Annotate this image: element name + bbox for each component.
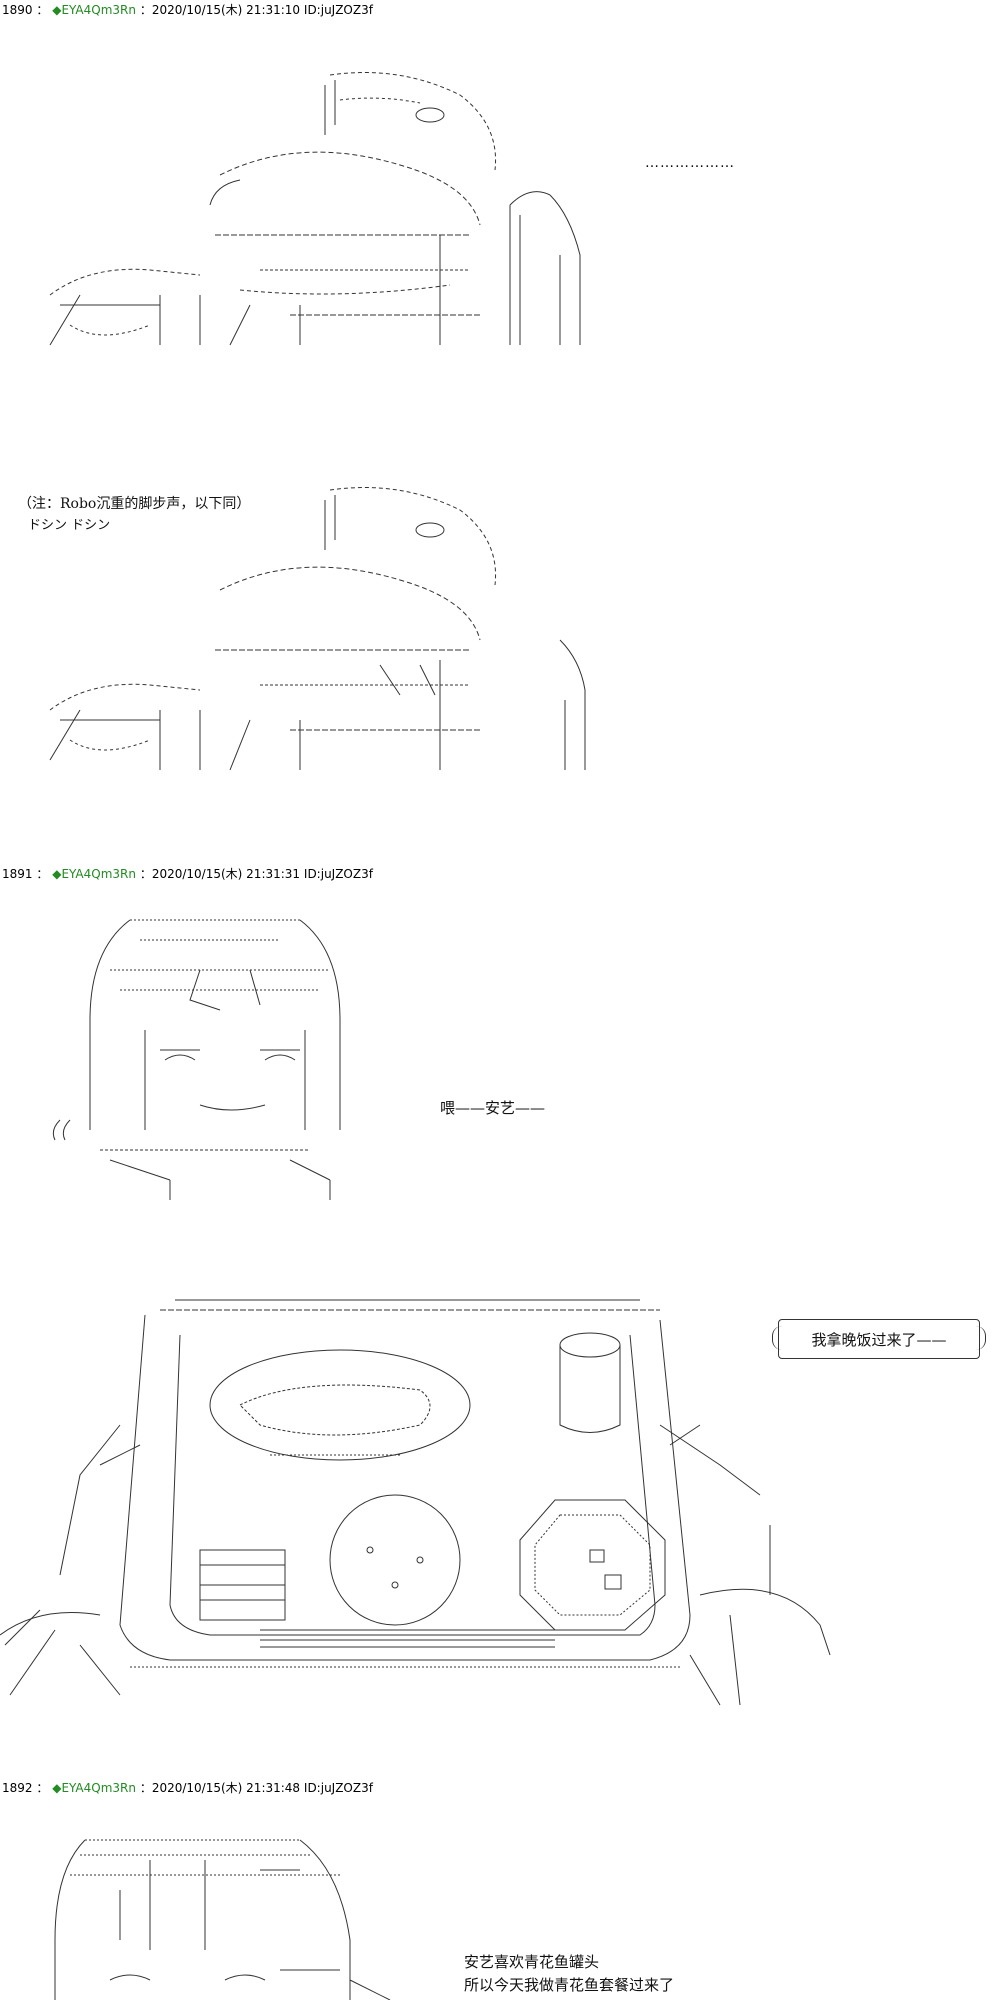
poster-trip[interactable]: EYA4Qm3Rn bbox=[61, 1781, 136, 1795]
post-separator: ： bbox=[36, 3, 49, 17]
post-separator: ： bbox=[36, 1781, 49, 1795]
post-header-1890: 1890 ： ◆EYA4Qm3Rn ：2020/10/15(木) 21:31:1… bbox=[2, 2, 373, 18]
ellipsis-text: ……………… bbox=[645, 155, 735, 171]
post-datetime: ：2020/10/15(木) 21:31:31 bbox=[139, 867, 301, 881]
ascii-art-girl-face-2 bbox=[50, 1830, 420, 2000]
post-datetime: ：2020/10/15(木) 21:31:10 bbox=[139, 3, 301, 17]
post-number: 1890 bbox=[2, 3, 33, 17]
post-number: 1892 bbox=[2, 1781, 33, 1795]
post-header-1892: 1892 ： ◆EYA4Qm3Rn ：2020/10/15(木) 21:31:4… bbox=[2, 1780, 373, 1796]
post-number: 1891 bbox=[2, 867, 33, 881]
post-separator: ： bbox=[36, 867, 49, 881]
poster-trip[interactable]: EYA4Qm3Rn bbox=[61, 3, 136, 17]
ascii-art-robot-scene-1 bbox=[40, 55, 600, 385]
ascii-art-girl-face bbox=[50, 910, 350, 1210]
post-id[interactable]: ID:juJZOZ3f bbox=[303, 867, 373, 881]
post-header-1891: 1891 ： ◆EYA4Qm3Rn ：2020/10/15(木) 21:31:3… bbox=[2, 866, 373, 882]
post-datetime: ：2020/10/15(木) 21:31:48 bbox=[139, 1781, 301, 1795]
post-id[interactable]: ID:juJZOZ3f bbox=[303, 1781, 373, 1795]
bubble-text: 我拿晚饭过来了—— bbox=[811, 1330, 947, 1349]
trip-diamond-icon: ◆ bbox=[52, 867, 62, 881]
narration-line-1: 安艺喜欢青花鱼罐头 bbox=[464, 1953, 600, 1971]
sound-effect-text: ドシン ドシン bbox=[28, 518, 111, 533]
speech-bubble: 我拿晚饭过来了—— bbox=[772, 1319, 986, 1359]
sound-note: （注：Robo沉重的脚步声，以下同） bbox=[18, 496, 251, 512]
post-id[interactable]: ID:juJZOZ3f bbox=[303, 3, 373, 17]
ascii-art-dinner-tray bbox=[0, 1295, 840, 1715]
trip-diamond-icon: ◆ bbox=[52, 3, 62, 17]
poster-trip[interactable]: EYA4Qm3Rn bbox=[61, 867, 136, 881]
trip-diamond-icon: ◆ bbox=[52, 1781, 62, 1795]
ascii-art-robot-scene-2 bbox=[40, 470, 600, 800]
call-text: 喂——安艺—— bbox=[440, 1099, 546, 1117]
narration-line-2: 所以今天我做青花鱼套餐过来了 bbox=[464, 1976, 675, 1994]
